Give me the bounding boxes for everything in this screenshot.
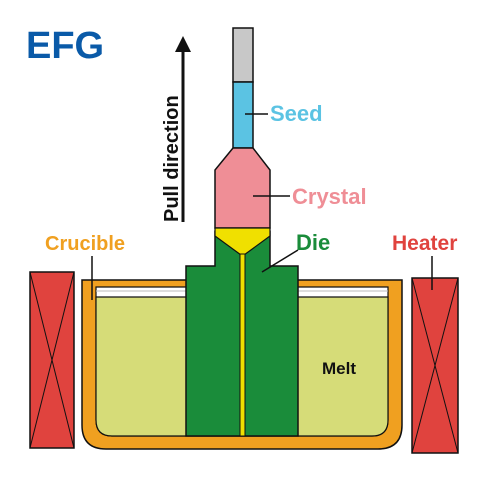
crystal [214,147,271,229]
seed [232,81,254,149]
heater-left [29,271,75,449]
heater-label: Heater [392,232,457,255]
seed-rod [232,27,254,83]
pull-direction-label: Pull direction [161,95,183,222]
title: EFG [26,25,104,67]
heater-right [411,277,459,454]
melt-label: Melt [322,359,356,378]
die-leader [261,249,299,273]
crucible-label: Crucible [45,233,125,255]
crystal-label: Crystal [292,184,367,209]
pull-arrow-head [175,36,191,52]
die-label: Die [296,230,330,255]
seed-label: Seed [270,101,323,126]
capillary-slit [239,253,246,437]
